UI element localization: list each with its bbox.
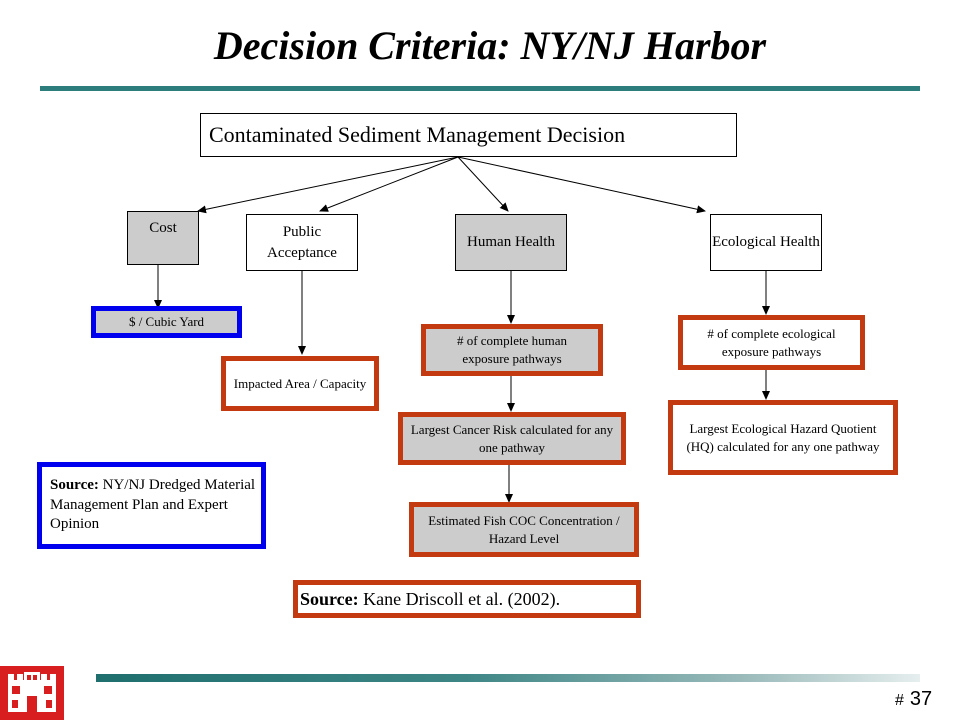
metric-impacted-area: Impacted Area / Capacity: [221, 356, 379, 411]
page-number: #37: [895, 688, 932, 711]
arrow-root-to-public: [319, 156, 459, 212]
metric-cost-per-cubic-yard: $ / Cubic Yard: [91, 306, 242, 338]
source-left-label: Source:: [50, 477, 99, 494]
metric-eco-pathways: # of complete ecological exposure pathwa…: [678, 315, 865, 370]
arrow-root-to-cost: [197, 156, 459, 214]
criterion-public-acceptance: Public Acceptance: [246, 214, 358, 271]
arrow-root-to-eco: [457, 156, 706, 214]
metric-fish-coc: Estimated Fish COC Concentration / Hazar…: [409, 502, 639, 557]
root-decision-box: Contaminated Sediment Management Decisio…: [200, 113, 737, 157]
criterion-human-health: Human Health: [455, 214, 567, 271]
source-bottom-label: Source:: [300, 588, 359, 609]
bottom-divider: [96, 674, 920, 682]
metric-eco-hazard: Largest Ecological Hazard Quotient (HQ) …: [668, 400, 898, 475]
page-number-value: 37: [909, 688, 933, 710]
slide-title: Decision Criteria: NY/NJ Harbor: [213, 23, 767, 68]
source-bottom-text: Kane Driscoll et al. (2002).: [358, 588, 561, 609]
source-note-left: Source: NY/NJ Dredged Material Managemen…: [37, 462, 266, 549]
top-divider: [40, 86, 920, 91]
source-left-text: NY/NJ Dredged Material Management Plan a…: [50, 477, 256, 533]
page-hash: #: [895, 692, 904, 709]
arrow-root-to-human: [457, 156, 509, 212]
castle-logo-icon: [0, 666, 64, 720]
metric-cancer-risk: Largest Cancer Risk calculated for any o…: [398, 412, 626, 465]
criterion-ecological-health: Ecological Health: [710, 214, 822, 271]
metric-human-pathways: # of complete human exposure pathways: [421, 324, 603, 376]
source-note-bottom: Source: Kane Driscoll et al. (2002).: [293, 580, 641, 618]
criterion-cost: Cost: [127, 211, 199, 265]
